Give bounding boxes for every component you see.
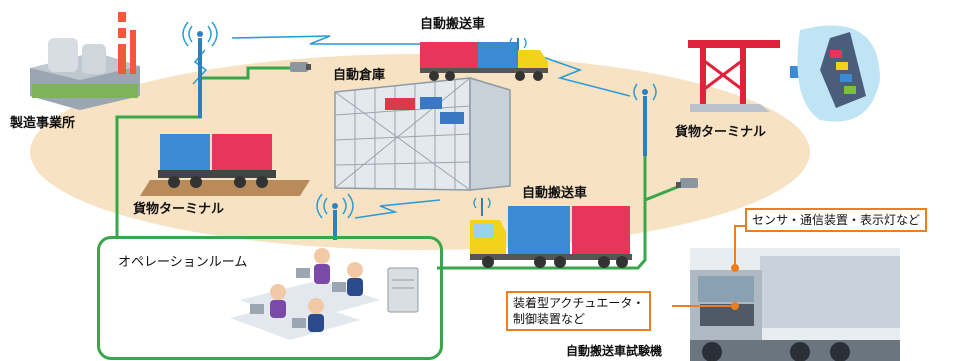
callout-leaders — [672, 225, 745, 310]
agv-top-illustration — [420, 37, 548, 81]
freight-train-illustration — [140, 134, 310, 196]
camera-icon — [290, 62, 311, 72]
actuator-callout: 装着型アクチュエータ・ 制御装置など — [506, 291, 652, 332]
factory-label: 製造事業所 — [9, 115, 75, 131]
antenna-right-icon — [633, 83, 657, 156]
test-vehicle-label: 自動搬送車試験機 — [566, 343, 662, 358]
terminal-crane-illustration — [688, 40, 806, 112]
agv-top-label: 自動搬送車 — [420, 16, 485, 32]
actuator-callout-line2: 制御装置など — [513, 312, 586, 327]
warehouse-illustration — [334, 76, 511, 191]
warehouse-label: 自動倉庫 — [333, 67, 385, 83]
sensors-callout: センサ・通信装置・表示灯など — [745, 208, 928, 233]
factory-illustration — [30, 12, 140, 110]
actuator-callout-line1: 装着型アクチュエータ・ — [513, 296, 645, 310]
ship-illustration — [797, 25, 880, 122]
operations-room-label: オペレーションルーム — [118, 255, 248, 270]
operators-illustration — [230, 248, 380, 340]
terminal-right-label: 貨物ターミナル — [675, 124, 766, 140]
antenna-mid-icon — [316, 193, 354, 240]
agv-mid-illustration — [470, 197, 632, 268]
agv-mid-label: 自動搬送車 — [522, 185, 587, 201]
terminal-rail-label: 貨物ターミナル — [133, 201, 224, 217]
operations-room-box — [97, 236, 443, 360]
test-vehicle-photo — [690, 248, 900, 361]
server-icon — [387, 267, 419, 313]
camera-right-icon — [676, 178, 698, 188]
antenna-left-icon — [182, 21, 218, 118]
